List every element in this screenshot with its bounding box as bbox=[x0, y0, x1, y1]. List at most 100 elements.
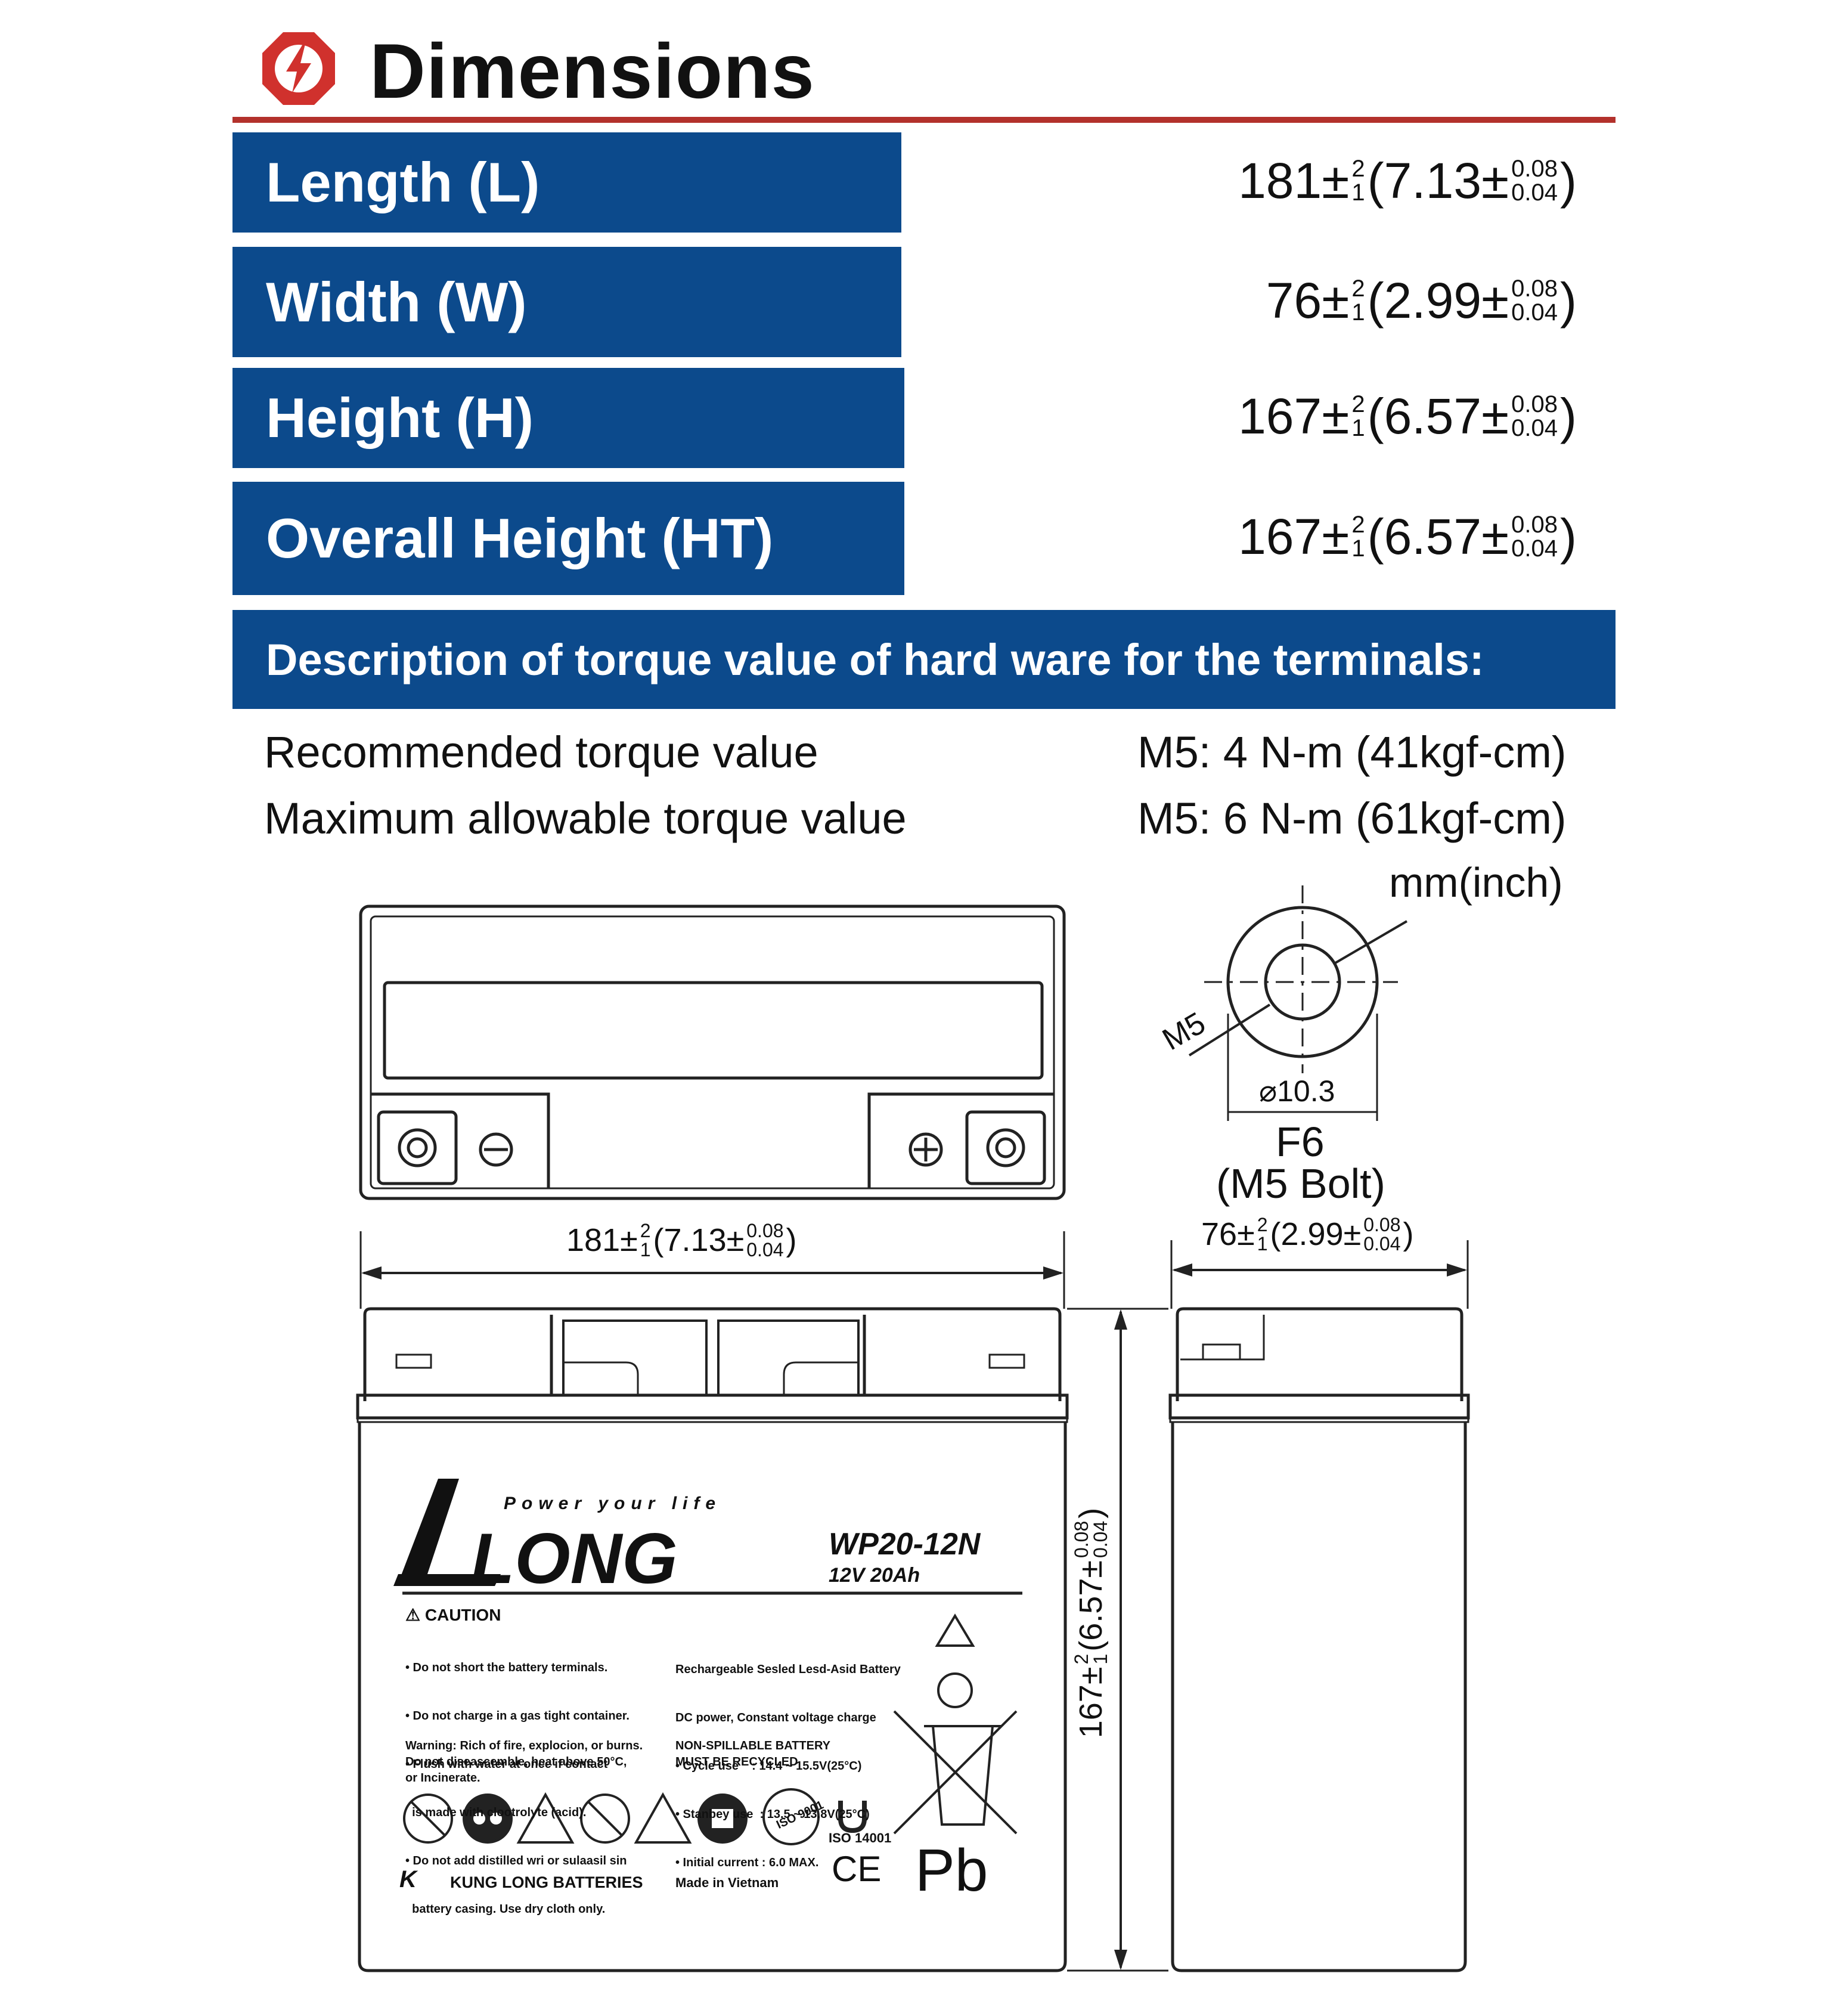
maker-name: KUNG LONG BATTERIES bbox=[450, 1873, 643, 1891]
dimension-value-main: 167± bbox=[1238, 509, 1350, 565]
length-dim-psub: 0.04 bbox=[746, 1239, 784, 1260]
unit-note: mm(inch) bbox=[1389, 859, 1563, 906]
dimension-value-close: ) bbox=[1560, 509, 1577, 565]
caution-item: • Flush with water at once if contact bbox=[405, 1758, 608, 1771]
dimension-value-close: ) bbox=[1560, 153, 1577, 209]
tolerance-psub: 0.04 bbox=[1511, 299, 1558, 326]
battery-side-view bbox=[1168, 1307, 1470, 1972]
width-dim-psub: 0.04 bbox=[1363, 1233, 1401, 1255]
positive-terminal-icon bbox=[909, 1132, 943, 1167]
dimension-value-main: 76± bbox=[1266, 272, 1350, 329]
brand-logo-icon bbox=[261, 31, 336, 106]
battery-rating: 12V 20Ah bbox=[829, 1564, 920, 1587]
spec-line: • Cycle use : 14.4 ~ 15.5V(25°C) bbox=[675, 1760, 862, 1773]
height-dim-close: ) bbox=[1073, 1507, 1109, 1519]
eye-protection-icon bbox=[463, 1794, 513, 1844]
brand-slogan: Power your life bbox=[504, 1494, 722, 1513]
dimension-value-close: ) bbox=[1560, 272, 1577, 329]
caution-item: • Do not short the battery terminals. bbox=[405, 1661, 608, 1674]
width-dim-sub: 1 bbox=[1257, 1233, 1268, 1255]
title-divider bbox=[232, 117, 1616, 123]
height-dim-paren: (6.57± bbox=[1073, 1560, 1109, 1652]
iso-text: ISO 14001 bbox=[829, 1830, 892, 1845]
length-dim-sup: 2 bbox=[640, 1220, 651, 1241]
tolerance-sup: 2 bbox=[1351, 156, 1365, 182]
tolerance-sub: 1 bbox=[1351, 299, 1365, 326]
caution-item: • Do not add distilled wri or sulaasil s… bbox=[405, 1854, 627, 1867]
terminal-diameter: ⌀10.3 bbox=[1259, 1074, 1335, 1108]
recycle-icon bbox=[935, 1613, 975, 1708]
tolerance-psup: 0.08 bbox=[1511, 156, 1558, 182]
page-title: Dimensions bbox=[370, 27, 815, 114]
dimension-label-bar: Overall Height (HT) bbox=[232, 482, 904, 595]
torque-label-maximum: Maximum allowable torque value bbox=[264, 794, 907, 843]
warning-text: Warning: Rich of fire, explocion, or bur… bbox=[405, 1738, 643, 1786]
dimension-value-main: 167± bbox=[1238, 388, 1350, 444]
model-number: WP20-12N bbox=[829, 1527, 981, 1562]
battery-top-view bbox=[359, 905, 1066, 1200]
no-smoking-icon bbox=[403, 1794, 453, 1844]
tolerance-psup: 0.08 bbox=[1511, 512, 1558, 538]
dimension-value-imperial: (6.57± bbox=[1367, 509, 1509, 565]
read-manual-icon bbox=[697, 1794, 748, 1844]
long-logo-icon bbox=[393, 1479, 501, 1586]
dimension-label-bar: Width (W) bbox=[232, 247, 901, 357]
iso-badge-icon bbox=[762, 1788, 820, 1845]
width-dim-close: ) bbox=[1403, 1216, 1414, 1252]
pb-mark: Pb bbox=[915, 1837, 988, 1904]
torque-value-recommended: M5: 4 N-m (41kgf-cm) bbox=[1137, 727, 1567, 777]
dimension-value-main: 181± bbox=[1238, 153, 1350, 209]
spec-line: • Stanbey use : 13.5 ~ 13.8V(25°C) bbox=[675, 1808, 870, 1821]
width-dim-main: 76± bbox=[1201, 1216, 1255, 1252]
dimension-value-imperial: (2.99± bbox=[1367, 272, 1509, 329]
height-dim-main: 167± bbox=[1073, 1667, 1109, 1739]
recycle-note-line: NON-SPILLABLE BATTERY bbox=[675, 1739, 830, 1752]
caution-list: • Do not short the battery terminals. • … bbox=[405, 1628, 630, 1934]
width-dim-paren: (2.99± bbox=[1270, 1216, 1362, 1252]
tolerance-psup: 0.08 bbox=[1511, 391, 1558, 417]
caution-heading: ⚠ CAUTION bbox=[405, 1606, 501, 1624]
dimension-value-imperial: (6.57± bbox=[1367, 388, 1509, 444]
recycle-note: NON-SPILLABLE BATTERY MUST BE RECYCLED bbox=[675, 1738, 830, 1770]
keep-away-children-icon bbox=[580, 1794, 630, 1844]
dimension-label: Height (H) bbox=[266, 386, 534, 449]
dimension-value-imperial: (7.13± bbox=[1367, 153, 1509, 209]
tolerance-sup: 2 bbox=[1351, 512, 1365, 538]
tolerance-sub: 1 bbox=[1351, 535, 1365, 562]
tolerance-sub: 1 bbox=[1351, 179, 1365, 206]
kl-logo-icon: K bbox=[399, 1866, 417, 1892]
caution-item: is made with clootrolyte (acid). bbox=[405, 1806, 587, 1819]
terminal-detail-drawing bbox=[1188, 885, 1408, 1121]
caution-title: CAUTION bbox=[424, 1606, 501, 1624]
brand-name: LONG bbox=[471, 1519, 678, 1599]
spec-line: Rechargeable Sesled Lesd-Asid Battery bbox=[675, 1663, 901, 1676]
height-dim-psup: 0.08 bbox=[1071, 1520, 1092, 1559]
spec-line: DC power, Constant voltage charge bbox=[675, 1711, 876, 1724]
tolerance-sup: 2 bbox=[1351, 391, 1365, 417]
dimension-label: Overall Height (HT) bbox=[266, 507, 774, 569]
dimension-label-bar: Height (H) bbox=[232, 368, 904, 468]
spec-text: Rechargeable Sesled Lesd-Asid Battery DC… bbox=[675, 1630, 901, 1887]
battery-front-view bbox=[356, 1307, 1069, 1972]
torque-value-maximum: M5: 6 N-m (61kgf-cm) bbox=[1137, 794, 1567, 843]
spec-line: • Initial current : 6.0 MAX. bbox=[675, 1856, 819, 1869]
tolerance-sup: 2 bbox=[1351, 275, 1365, 302]
warning-line: Warning: Rich of fire, explocion, or bur… bbox=[405, 1739, 643, 1752]
tolerance-psub: 0.04 bbox=[1511, 535, 1558, 562]
torque-heading-bar: Description of torque value of hard ware… bbox=[232, 610, 1616, 709]
terminal-name: F6 bbox=[1276, 1119, 1325, 1165]
tolerance-psub: 0.04 bbox=[1511, 179, 1558, 206]
length-dim-paren: (7.13± bbox=[653, 1222, 745, 1258]
